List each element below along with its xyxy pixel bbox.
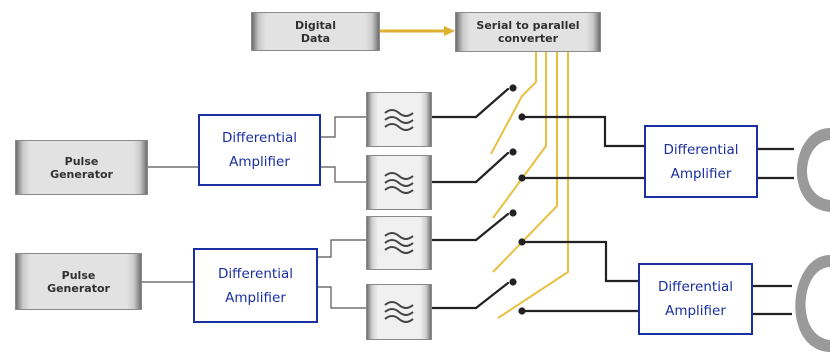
pulse-generator-2: Pulse Generator: [15, 253, 142, 310]
filter-icon: [384, 232, 414, 254]
data-arrow: [380, 26, 455, 36]
switch-1: [474, 84, 526, 121]
amp-to-antenna-wires: [753, 147, 794, 316]
amp-to-filter-wires: [318, 116, 366, 309]
antenna-1: [796, 128, 830, 212]
switch-4: [474, 278, 526, 315]
input-differential-amplifier-1: Differential Amplifier: [198, 114, 321, 186]
digital-data-box: Digital Data: [251, 12, 380, 51]
pulse-to-amp-wires: [142, 166, 198, 283]
control-lines: [490, 52, 569, 319]
filter-icon: [384, 108, 414, 131]
switch-2: [474, 148, 526, 184]
output-differential-amplifier-1: Differential Amplifier: [644, 125, 758, 198]
filter-icon: [384, 171, 414, 194]
filter-to-switch-wires: [430, 115, 478, 310]
antenna-2: [795, 255, 830, 352]
filter-3: [366, 216, 432, 270]
filter-4: [366, 284, 432, 340]
filter-icon: [384, 301, 414, 323]
filter-1: [366, 92, 432, 147]
input-differential-amplifier-2: Differential Amplifier: [193, 248, 318, 323]
output-differential-amplifier-2: Differential Amplifier: [638, 263, 753, 335]
filter-2: [366, 155, 432, 210]
switch-to-output-amp-wires: [522, 115, 644, 313]
pulse-generator-1: Pulse Generator: [15, 140, 148, 195]
serial-to-parallel-converter-box: Serial to parallel converter: [455, 12, 601, 52]
switch-3: [474, 209, 526, 246]
